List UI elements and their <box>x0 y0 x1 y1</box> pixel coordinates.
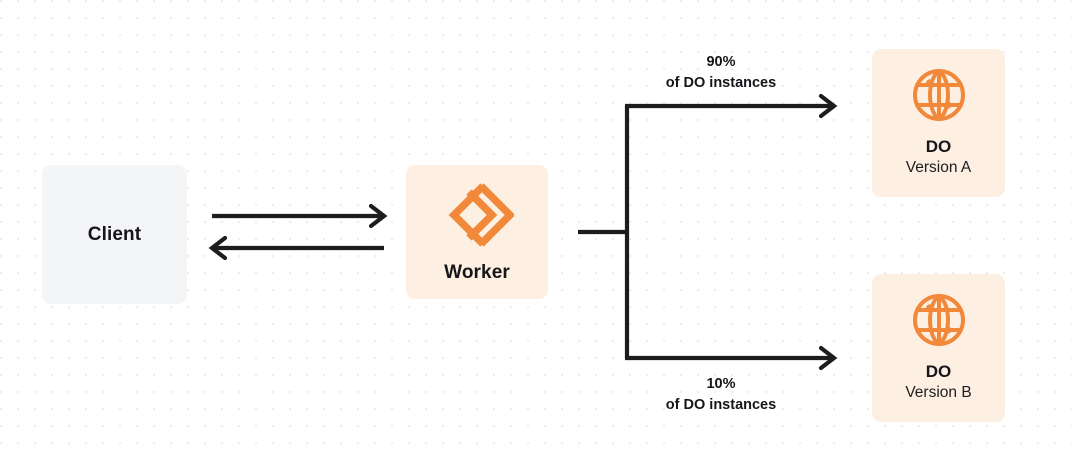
edge-label-top-description: of DO instances <box>665 74 777 91</box>
edge-worker-to-client <box>208 235 384 261</box>
edge-label-bottom: 10% of DO instances <box>627 374 815 415</box>
edge-label-top: 90% of DO instances <box>627 52 815 93</box>
node-do-b-label: DO <box>925 361 952 381</box>
node-do-b-version: Version B <box>905 384 972 402</box>
node-do-version-b[interactable]: DO Version B <box>872 274 1005 422</box>
node-do-a-label: DO <box>925 136 952 156</box>
edge-label-top-percent: 90% <box>706 54 736 70</box>
edge-label-bottom-description: of DO instances <box>665 396 777 413</box>
edge-branch-to-do-a <box>625 93 838 119</box>
edge-label-bottom-percent: 10% <box>706 376 736 392</box>
node-do-a-version: Version A <box>905 159 972 177</box>
globe-icon <box>912 68 965 121</box>
globe-icon <box>912 293 965 346</box>
edge-branch-to-do-b <box>625 345 838 371</box>
node-worker[interactable]: Worker <box>406 165 548 299</box>
node-client-label: Client <box>87 223 142 245</box>
edge-worker-branch-stub <box>578 105 630 359</box>
node-do-version-a[interactable]: DO Version A <box>872 49 1005 197</box>
node-client[interactable]: Client <box>42 165 187 304</box>
node-worker-label: Worker <box>444 262 510 284</box>
edge-client-to-worker <box>212 203 388 229</box>
cloudflare-workers-icon <box>448 183 514 247</box>
